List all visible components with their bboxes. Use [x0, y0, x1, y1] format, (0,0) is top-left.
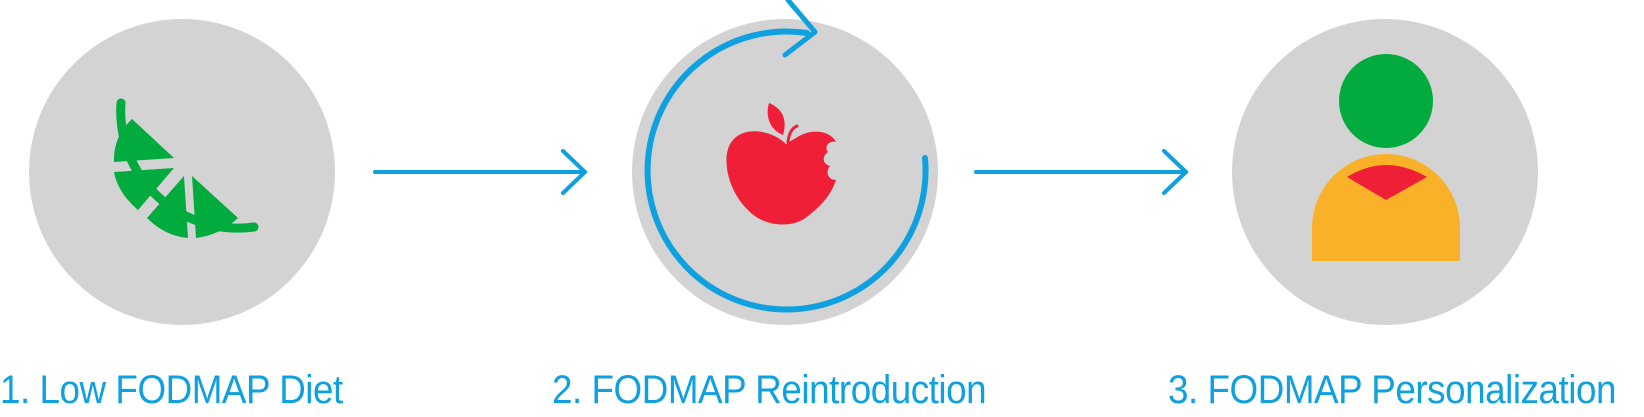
step-2 — [632, 0, 938, 325]
step-1 — [29, 19, 335, 325]
arrow-right-icon — [974, 149, 1188, 195]
circular-arrow-icon — [644, 0, 929, 313]
step-2-label: 2. FODMAP Reintroduction — [552, 368, 987, 412]
step-1-circle — [29, 19, 335, 325]
step-1-label: 1. Low FODMAP Diet — [0, 368, 343, 412]
person-icon — [1312, 54, 1460, 261]
apple-bitten-icon — [726, 103, 836, 225]
arrow-right-icon — [373, 149, 587, 195]
lime-slice-icon — [113, 98, 259, 238]
step-3 — [1232, 19, 1538, 325]
step-3-label: 3. FODMAP Personalization — [1168, 368, 1617, 412]
